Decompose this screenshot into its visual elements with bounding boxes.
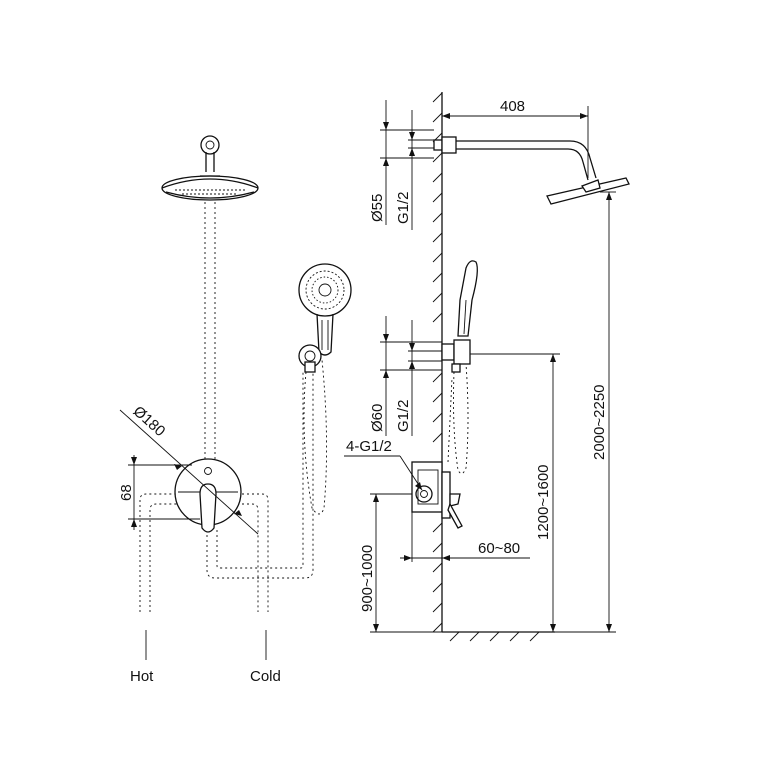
side-view: 408 Ø55 G1/2 [344, 92, 630, 642]
valve-height-dimension: 900~1000 [359, 493, 442, 633]
holder-flange-diameter-label: Ø60 [369, 404, 386, 432]
front-hose [303, 359, 328, 515]
wall-depth-dimension: 60~80 [400, 512, 530, 562]
front-valve-trim-plate [174, 458, 242, 533]
holder-connection-dimension: Ø60 G1/2 [369, 316, 442, 436]
hot-label: Hot [130, 668, 154, 685]
floor [442, 631, 555, 642]
holder-height-label: 1200~1600 [535, 465, 552, 541]
side-shower-arm [433, 136, 597, 181]
head-height-label: 2000~2250 [591, 385, 608, 461]
cold-label: Cold [250, 668, 281, 685]
front-holder-supply-pipe [206, 372, 314, 579]
wall [432, 92, 443, 633]
front-view: Ø180 68 Hot Cold [118, 135, 352, 685]
front-hand-shower [298, 263, 352, 356]
head-height-dimension: 2000~2250 [555, 191, 616, 633]
front-holder-outlet [298, 344, 322, 373]
arm-length-dimension: 408 [441, 98, 589, 178]
front-rain-shower-head [161, 175, 259, 201]
plate-offset-dimension: 68 [118, 455, 200, 530]
side-hose [453, 363, 469, 474]
valve-height-label: 900~1000 [359, 545, 376, 612]
plate-offset-label: 68 [118, 484, 135, 501]
arm-length-label: 408 [500, 98, 525, 115]
side-rain-shower-head [546, 177, 630, 205]
side-hand-shower [441, 260, 478, 373]
valve-ports-callout: 4-G1/2 [344, 438, 423, 491]
holder-height-dimension: 1200~1600 [470, 353, 560, 632]
front-riser-pipe [204, 202, 216, 462]
head-flange-diameter-label: Ø55 [369, 194, 386, 222]
side-valve-body [411, 377, 463, 529]
front-arm [200, 135, 220, 172]
wall-depth-label: 60~80 [478, 540, 520, 557]
front-hot-cold-pipes [139, 493, 269, 660]
head-thread-label: G1/2 [395, 191, 412, 224]
holder-thread-label: G1/2 [395, 399, 412, 432]
valve-ports-label: 4-G1/2 [346, 438, 392, 455]
plate-diameter-label: Ø180 [130, 403, 169, 440]
head-connection-dimension: Ø55 G1/2 [369, 100, 434, 230]
